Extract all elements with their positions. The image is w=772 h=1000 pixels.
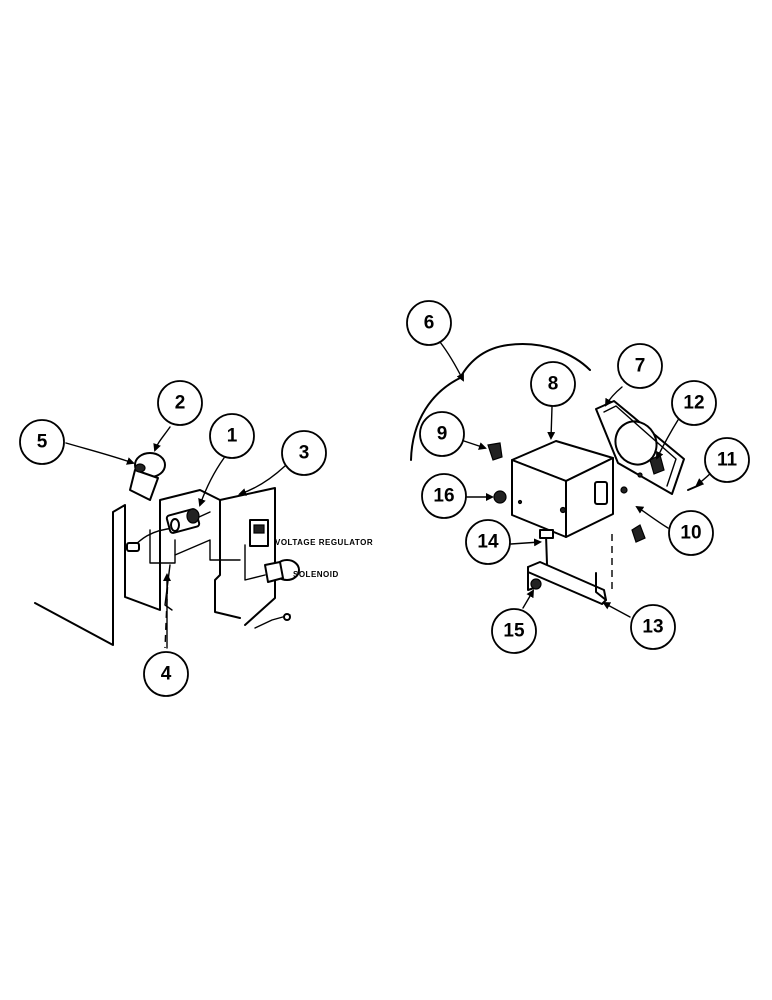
callout-11-number: 11: [717, 450, 738, 471]
callout-10-number: 10: [680, 523, 701, 544]
leader-lines: [65, 341, 715, 649]
voltage-regulator-part: VOLTAGE REGULATOR: [249, 519, 373, 547]
callout-1: 1: [209, 413, 255, 459]
indicator-lamp-part: [129, 452, 166, 501]
wing-nut-right-part: [631, 524, 646, 543]
callout-3-number: 3: [299, 443, 310, 464]
wiring-harness-3: [174, 539, 241, 561]
wiring-harness-2: [149, 529, 176, 564]
callout-7-number: 7: [635, 356, 646, 377]
wiring-harness-5: [244, 544, 266, 581]
callout-5: 5: [19, 419, 65, 465]
voltage-regulator-label: VOLTAGE REGULATOR: [275, 538, 373, 547]
small-nut-part: [530, 578, 542, 590]
callout-16-number: 16: [433, 486, 454, 507]
right-assembly: [410, 343, 703, 605]
callout-5-number: 5: [37, 432, 48, 453]
screw-part: [687, 483, 703, 491]
ignition-switch-part: [165, 508, 201, 534]
callout-12: 12: [671, 380, 717, 426]
solenoid-label: SOLENOID: [293, 570, 339, 579]
callout-9-number: 9: [437, 424, 448, 445]
callout-6: 6: [406, 300, 452, 346]
callout-2: 2: [157, 380, 203, 426]
wing-nut-part: [487, 442, 503, 461]
callout-13-number: 13: [642, 617, 663, 638]
battery-box-part: [511, 440, 614, 538]
panel-right-frame: [219, 487, 276, 626]
callout-7: 7: [617, 343, 663, 389]
contour-line: [410, 343, 591, 461]
callout-14-number: 14: [477, 532, 499, 553]
nut-part: [493, 490, 507, 504]
callout-1-number: 1: [227, 426, 238, 447]
wiring-harness-4: [164, 564, 173, 611]
callout-10: 10: [668, 510, 714, 556]
callout-12-number: 12: [683, 393, 704, 414]
terminal: [283, 613, 291, 621]
left-assembly: VOLTAGE REGULATOR SOLENOID: [34, 452, 373, 649]
callout-11: 11: [704, 437, 750, 483]
callout-4: 4: [143, 651, 189, 697]
wire-connector: [126, 542, 140, 552]
callout-4-number: 4: [161, 664, 172, 685]
dash-panel-outline: [34, 489, 241, 646]
bolt-part: [539, 529, 554, 565]
callout-15-number: 15: [503, 621, 525, 642]
callout-9: 9: [419, 411, 465, 457]
callout-8: 8: [530, 361, 576, 407]
callout-2-number: 2: [175, 393, 186, 414]
callout-13: 13: [630, 604, 676, 650]
callout-15: 15: [491, 608, 537, 654]
callout-8-number: 8: [548, 374, 559, 395]
callout-16: 16: [421, 473, 467, 519]
callout-14: 14: [465, 519, 511, 565]
callout-6-number: 6: [424, 313, 435, 334]
callout-3: 3: [281, 430, 327, 476]
solenoid-part: SOLENOID: [264, 559, 339, 583]
